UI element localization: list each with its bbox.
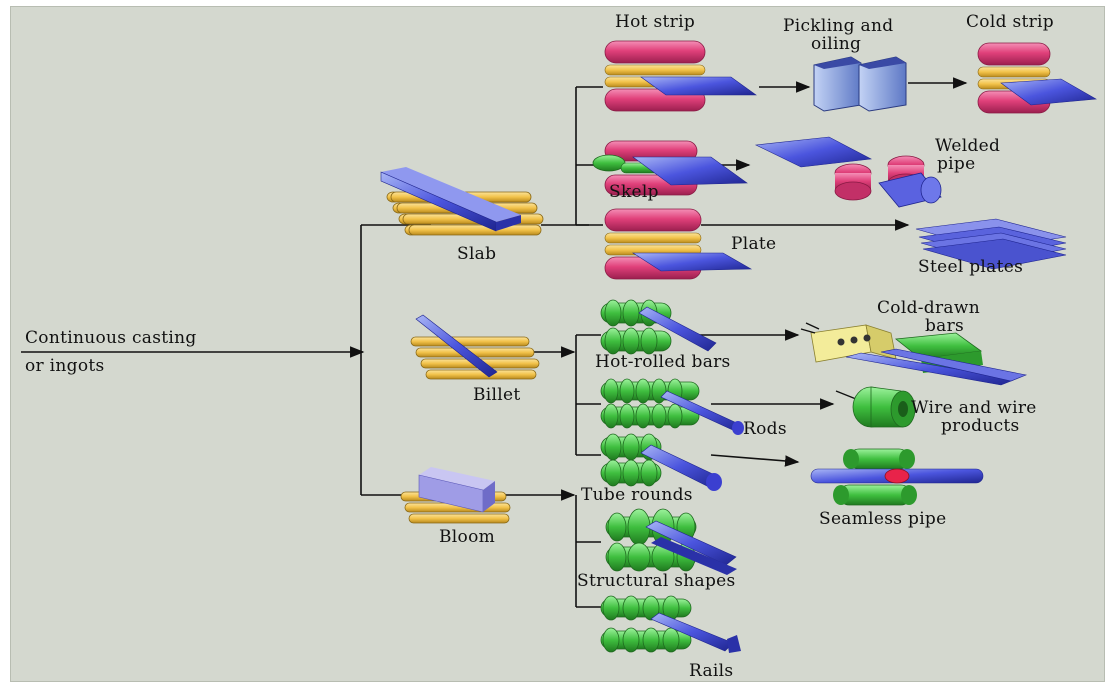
bloom-label: Bloom [439,527,496,547]
seamless-pipe-label: Seamless pipe [819,509,947,529]
pickling-label-line1: Pickling and [783,16,894,36]
pickling-tanks [813,56,907,112]
wire-label-line1: Wire and wire [911,398,1037,418]
plate-mill [604,208,753,280]
rail-stock [650,612,741,653]
steel-plates-illustration [915,218,1067,270]
plate-label: Plate [731,234,777,254]
billet-label: Billet [473,385,521,405]
slab-label: Slab [457,244,497,264]
structural-shape-stock [645,520,737,575]
skelp-mill [592,140,748,196]
skelp-label: Skelp [609,182,659,202]
structural-shapes-label: Structural shapes [577,571,736,591]
rail-mill [600,595,692,653]
cold-drawn-bars-illustration [800,322,1028,386]
wire-label-line2: products [941,416,1020,436]
cold-drawn-label-line1: Cold-drawn [877,298,980,318]
bloom-illustration [400,467,511,524]
billet-illustration [410,314,540,380]
welded-pipe-label-line2: pipe [937,154,976,174]
connector-lines [21,77,968,608]
rails-label: Rails [689,661,734,681]
hot-rolled-bars-label: Hot-rolled bars [595,352,731,372]
rod-mill [600,378,700,429]
tube-rounds-mill [600,433,662,487]
tube-round-stock [640,444,722,491]
slab-illustration [380,167,544,236]
cold-drawn-label-line2: bars [925,316,965,336]
source-label-line2: or ingots [25,356,105,376]
seamless-pipe-illustration [810,448,984,506]
cold-strip-label: Cold strip [966,12,1054,32]
welded-pipe-illustration [754,136,942,208]
welded-pipe-label-line1: Welded [935,136,1001,156]
rod-stock [660,390,744,435]
bar-stock [638,306,717,352]
tube-rounds-label: Tube rounds [581,485,693,505]
hot-strip-label: Hot strip [615,12,695,32]
wire-illustration [835,386,916,428]
rods-label: Rods [743,419,787,439]
hot-strip-mill [604,40,757,112]
flow-graphic [21,40,1097,653]
steel-plates-label: Steel plates [918,257,1024,277]
process-diagram: Continuous casting or ingots Slab Billet… [10,6,1105,682]
source-label-line1: Continuous casting [25,328,197,348]
cold-strip-mill [977,42,1097,114]
pickling-label-line2: oiling [811,34,862,54]
hot-rolled-bar-mill [600,299,672,355]
